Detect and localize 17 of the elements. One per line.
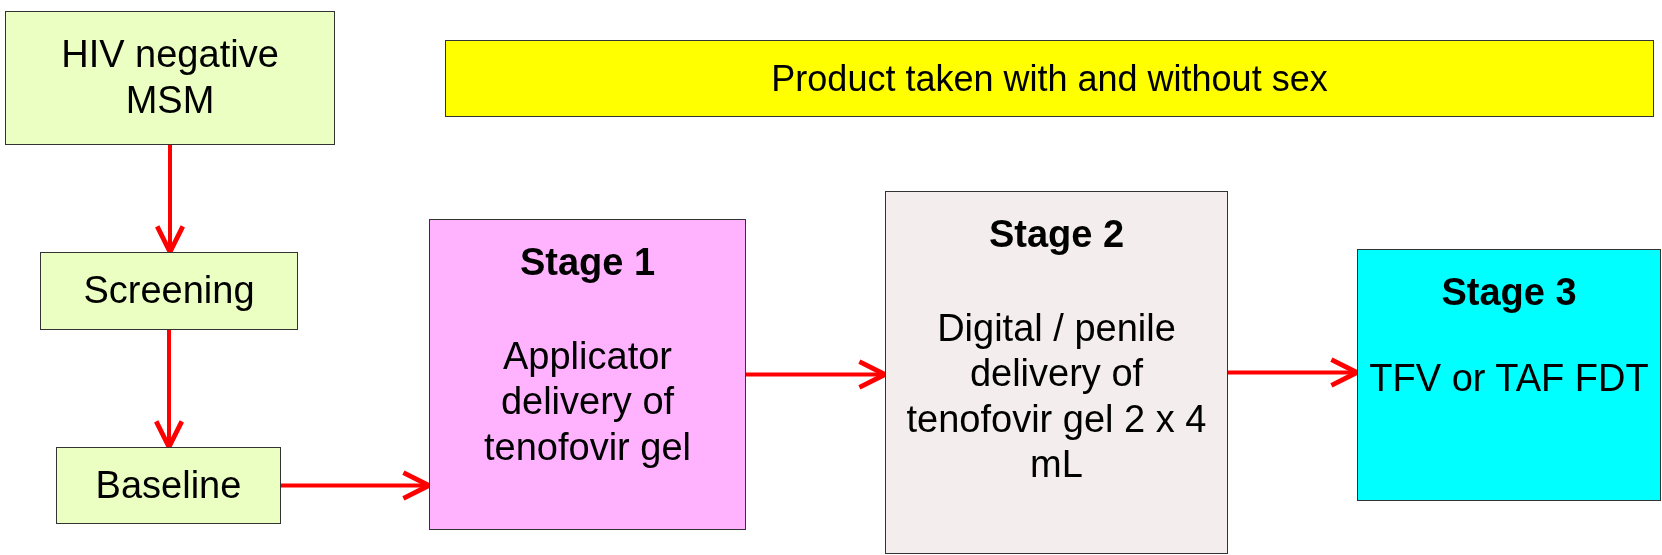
box-label: Product taken with and without sex bbox=[771, 56, 1328, 101]
stage-description: TFV or TAF FDT bbox=[1369, 355, 1649, 401]
box-label: Screening bbox=[83, 268, 255, 314]
stage-description: Digital / penile delivery of tenofovir gel 2 x 4 mL bbox=[905, 305, 1208, 488]
stage-heading: Stage 3 bbox=[1441, 270, 1577, 315]
stage-heading: Stage 1 bbox=[519, 240, 656, 285]
stage-box bbox=[1357, 249, 1661, 501]
stage-box bbox=[885, 191, 1228, 554]
stage-box bbox=[429, 219, 746, 530]
banner bbox=[445, 40, 1654, 117]
box-label: Baseline bbox=[95, 462, 242, 508]
process-box bbox=[40, 252, 298, 330]
box-label: HIV negative MSM bbox=[60, 32, 280, 123]
stage-heading: Stage 2 bbox=[988, 212, 1125, 257]
process-box bbox=[56, 447, 281, 524]
process-box bbox=[5, 11, 335, 145]
stage-description: Applicator delivery of tenofovir gel bbox=[483, 333, 692, 470]
